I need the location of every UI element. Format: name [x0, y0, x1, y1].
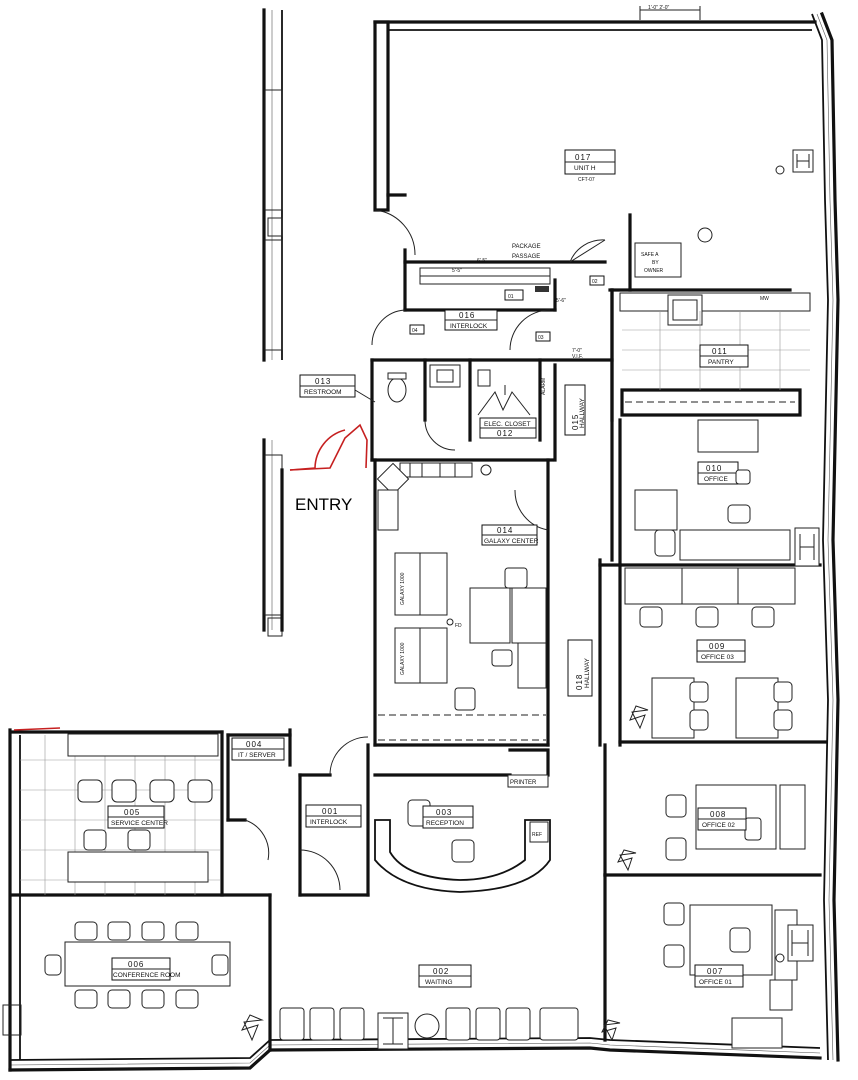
notes-printer-label: PRINTER [510, 780, 537, 786]
room-006: 006 CONFERENCE ROOM [2, 893, 272, 1052]
rooms-13-name-label: RECEPTION [426, 820, 464, 827]
room-004: 004 IT / SERVER [226, 728, 292, 861]
rooms-8-num-label: 008 [710, 810, 726, 819]
rooms-14-num-label: 006 [128, 960, 144, 969]
rooms-10-num-label: 004 [246, 740, 262, 749]
rooms-0-sub-label: CFT-07 [578, 177, 595, 183]
rooms-5-num-label: 014 [497, 526, 513, 535]
room-007: 007 OFFICE 01 [601, 873, 814, 1049]
dim-vif-2: V.I.F. [572, 354, 583, 360]
rooms-5-name-label: GALAXY CENTER [484, 538, 539, 545]
rooms-11-name-label: SERVICE CENTER [111, 820, 168, 827]
room-014: GALAXY 1000 GALAXY 1000 FD 014 GALAXY CE… [373, 458, 550, 747]
hallways-0-name-label: HALLWAY [579, 397, 586, 428]
rooms-2-num-label: 013 [315, 377, 331, 386]
rooms-9-name-label: OFFICE 01 [699, 979, 732, 986]
safe-label-2: BY [652, 260, 659, 266]
door-tag-03: 03 [538, 335, 544, 341]
room-011: MW 011 PANTRY [610, 288, 811, 422]
rooms-15-name-label: WAITING [425, 979, 453, 986]
room-010: 010 OFFICE [598, 418, 822, 567]
galaxy-unit-2: GALAXY 1000 [400, 642, 406, 675]
rooms-6-name-label: OFFICE [704, 476, 728, 483]
rooms-7-num-label: 009 [709, 642, 725, 651]
rooms-6-num-label: 010 [706, 464, 722, 473]
rooms-0-num-label: 017 [575, 153, 591, 162]
rooms-3-num-label: 012 [497, 429, 513, 438]
package-label-1: PACKAGE [512, 244, 541, 250]
alarm-label: ALARM [541, 378, 547, 395]
room-016: 016 INTERLOCK 03 04 5'-6" [371, 278, 566, 351]
hallway-018: 018 HALLWAY [567, 558, 602, 747]
rooms-11-num-label: 005 [124, 808, 140, 817]
safe-label-1: SAFE A [641, 252, 659, 258]
package-passage: 01 PACKAGE PASSAGE 6'-5" 5'-5" [419, 244, 551, 301]
rooms-12-name-label: INTERLOCK [310, 819, 348, 826]
notes-mw-label: MW [760, 296, 769, 302]
column-symbol [775, 149, 814, 175]
door-tag-01: 01 [508, 294, 514, 300]
notes-ref-label: REF [532, 832, 542, 838]
door-tag-02: 02 [592, 279, 598, 285]
top-dimension: 1'-0" 2'-0" [639, 5, 701, 20]
hallways-1-num-label: 018 [575, 674, 584, 690]
rooms-13-num-label: 003 [436, 808, 452, 817]
exterior-bottom-wall [8, 1037, 822, 1072]
door-tag-04: 04 [412, 328, 418, 334]
dim-top-text: 1'-0" 2'-0" [648, 5, 670, 11]
hallways-0-num-label: 015 [571, 414, 580, 430]
room-005: 005 SERVICE CENTER [10, 727, 272, 897]
dim-passage-2: 5'-5" [452, 268, 462, 274]
rooms-8-name-label: OFFICE 02 [702, 822, 735, 829]
rooms-4-name-label: PANTRY [708, 359, 734, 366]
safe-by-owner: SAFE A BY OWNER 02 [589, 227, 713, 286]
room-008: 008 OFFICE 02 [603, 743, 822, 877]
dim-passage: 6'-5" [477, 258, 487, 264]
room-001: 001 INTERLOCK [298, 736, 370, 897]
entry-label: ENTRY [295, 495, 352, 514]
notes-fd-label: FD [455, 623, 462, 629]
room-003: PRINTER REF 003 RECEPTION [373, 748, 551, 893]
rooms-0-name-label: UNIT H [574, 165, 596, 172]
room-tag-017: 017 UNIT H CFT-07 [564, 149, 616, 183]
rooms-9-num-label: 007 [707, 967, 723, 976]
rooms-15-num-label: 002 [433, 967, 449, 976]
room-017-walls [373, 20, 817, 312]
room-009: 009 OFFICE 03 [618, 563, 827, 747]
rooms-4-num-label: 011 [712, 347, 728, 356]
rooms-1-num-label: 016 [459, 311, 475, 320]
hallways-1-name-label: HALLWAY [584, 657, 591, 688]
safe-label-3: OWNER [644, 268, 664, 274]
room-002: 002 WAITING [279, 964, 579, 1050]
rooms-1-name-label: INTERLOCK [450, 323, 488, 330]
package-label-2: PASSAGE [512, 254, 540, 260]
exterior-right-wall [811, 11, 840, 1062]
rooms-14-name-label: CONFERENCE ROOM [113, 972, 181, 979]
hallway-015: 7'-0" V.I.F. 015 HALLWAY [553, 288, 614, 562]
dim-hall: 5'-6" [556, 298, 566, 304]
rooms-3-name-label: ELEC. CLOSET [484, 421, 531, 428]
rooms-7-name-label: OFFICE 03 [701, 654, 734, 661]
dim-vif-1: 7'-0" [572, 348, 582, 354]
exterior-left-wall [8, 8, 283, 1072]
entry[interactable]: ENTRY [280, 423, 368, 632]
rooms-2-name-label: RESTROOM [304, 389, 342, 396]
rooms-12-num-label: 001 [322, 807, 338, 816]
rooms-10-name-label: IT / SERVER [238, 752, 276, 759]
restroom-elec-block: 013 RESTROOM ELEC. CLOSET 012 ALARM [299, 358, 614, 462]
galaxy-unit-1: GALAXY 1000 [400, 572, 406, 605]
